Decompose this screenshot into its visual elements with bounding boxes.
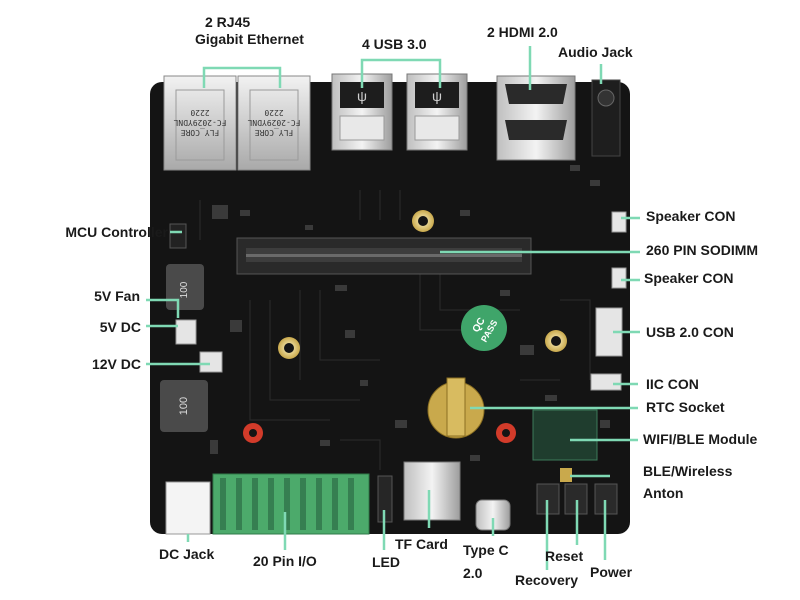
pcb-traces [199,190,591,470]
label-recovery: Recovery [515,572,579,588]
label-iic-con: IIC CON [646,376,699,392]
mounting-holes [278,210,567,359]
label-typec-line2: 2.0 [463,565,483,581]
label-power: Power [590,564,633,580]
hdmi-ports [496,75,576,161]
label-ble-antenna: BLE/Wireless Anton [643,463,732,502]
sodimm-slot [236,237,532,275]
label-type-c: Type C 2.0 [463,542,509,582]
rj45-markings: FLY_CORE FC-2029YDNL 2220 FLY_CORE FC-20… [173,108,300,137]
label-speaker-con-1: Speaker CON [646,208,736,224]
rtc-battery-socket [427,377,485,439]
label-rj45-line1: 2 RJ45 [205,14,251,30]
label-wifi-ble: WIFI/BLE Module [643,431,758,447]
label-mcu-controller: MCU Controller [65,224,168,240]
label-tf-card: TF Card [395,536,448,552]
label-hdmi: 2 HDMI 2.0 [487,24,558,40]
label-rj45: 2 RJ45 Gigabit Ethernet [195,14,335,48]
label-rj45-line2: Gigabit Ethernet [195,31,304,47]
inductors: 100 100 [160,264,208,432]
svg-text:ψ: ψ [432,88,442,104]
label-audio-jack: Audio Jack [558,44,633,60]
label-sodimm: 260 PIN SODIMM [646,242,759,258]
label-speaker-con-2: Speaker CON [644,270,734,286]
terminal-block [212,473,370,535]
label-ble-line2: Anton [643,485,684,501]
svg-text:ψ: ψ [357,88,367,104]
rj45-brand-2: FLY_CORE [255,128,294,137]
label-led: LED [372,554,400,570]
rj45-model-2: FC-2029YDNL [247,118,300,127]
label-5v-dc: 5V DC [99,319,141,335]
label-rtc-socket: RTC Socket [646,399,725,415]
label-20-pin-io: 20 Pin I/O [253,553,317,569]
usb30-ports: ψ ψ [331,73,468,151]
label-reset: Reset [545,548,584,564]
inductor-label-1: 100 [179,281,190,298]
rj45-jacks [163,75,311,171]
label-ble-line1: BLE/Wireless [643,463,733,479]
rj45-year-1: 2220 [190,108,209,117]
pcb [150,82,630,534]
label-5v-fan: 5V Fan [94,288,140,304]
rj45-year-2: 2220 [264,108,283,117]
leader-lines [146,46,640,570]
smd-components [210,165,610,461]
label-usb20-con: USB 2.0 CON [646,324,734,340]
rj45-model-1: FC-2029YDNL [173,118,226,127]
label-dc-jack: DC Jack [159,546,215,562]
label-12v-dc: 12V DC [91,356,141,372]
buttons [536,483,618,515]
qc-pass-sticker: QC PASS [461,305,507,351]
inductor-label-2: 100 [178,397,190,415]
audio-jack [591,79,621,157]
rj45-brand-1: FLY_CORE [181,128,220,137]
label-usb30: 4 USB 3.0 [362,36,427,52]
label-typec-line1: Type C [463,542,509,558]
